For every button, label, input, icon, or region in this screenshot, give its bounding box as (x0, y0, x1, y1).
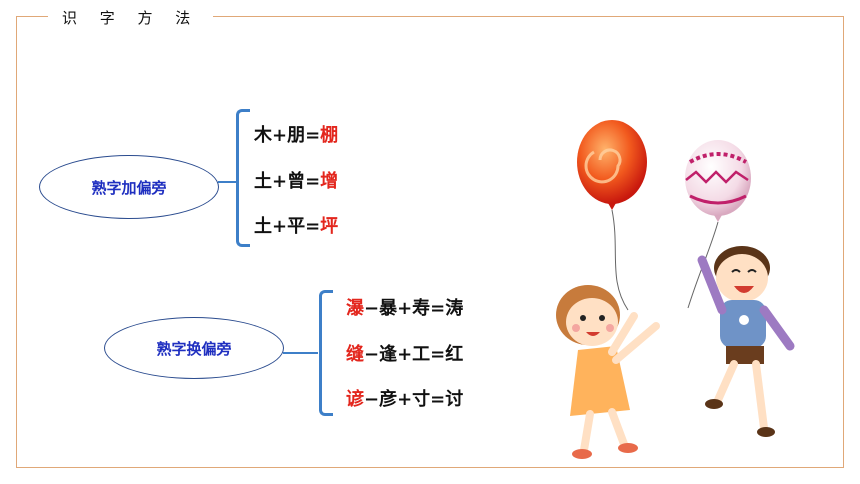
formula-row: 土+曾=增 (254, 170, 338, 194)
bracket (319, 290, 333, 416)
bracket (236, 109, 250, 247)
formula-expression: −逢+工=红 (364, 344, 464, 365)
method-label-swap-radical: 熟字换偏旁 (104, 317, 284, 379)
page-frame (16, 16, 844, 468)
connector-line (283, 352, 318, 354)
formula-row: 瀑−暴+寿=涛 (346, 297, 463, 321)
formula-expression: −彦+寸=讨 (364, 389, 464, 410)
formula-result: 坪 (320, 216, 339, 237)
kids-balloons-illustration (556, 120, 795, 459)
boy-icon (697, 246, 795, 437)
formula-result: 棚 (320, 125, 339, 146)
formula-expression: −暴+寿=涛 (364, 298, 464, 319)
method-label-add-radical: 熟字加偏旁 (39, 155, 219, 219)
page-title: 识 字 方 法 (48, 6, 214, 28)
formula-row: 缝−逢+工=红 (346, 343, 463, 367)
girl-icon (556, 285, 660, 459)
formula-start: 谚 (346, 389, 364, 410)
red-balloon-icon (577, 120, 647, 311)
formula-start: 瀑 (346, 298, 364, 319)
formula-row: 木+朋=棚 (254, 124, 338, 148)
formula-expression: 木+朋= (254, 125, 321, 146)
formula-row: 土+平=坪 (254, 215, 338, 239)
formula-expression: 土+曾= (254, 171, 321, 192)
formula-expression: 土+平= (254, 216, 321, 237)
pink-balloon-icon (685, 140, 751, 309)
formula-row: 谚−彦+寸=讨 (346, 388, 463, 412)
formula-start: 缝 (346, 344, 364, 365)
formula-result: 增 (320, 171, 339, 192)
connector-line (218, 181, 238, 183)
